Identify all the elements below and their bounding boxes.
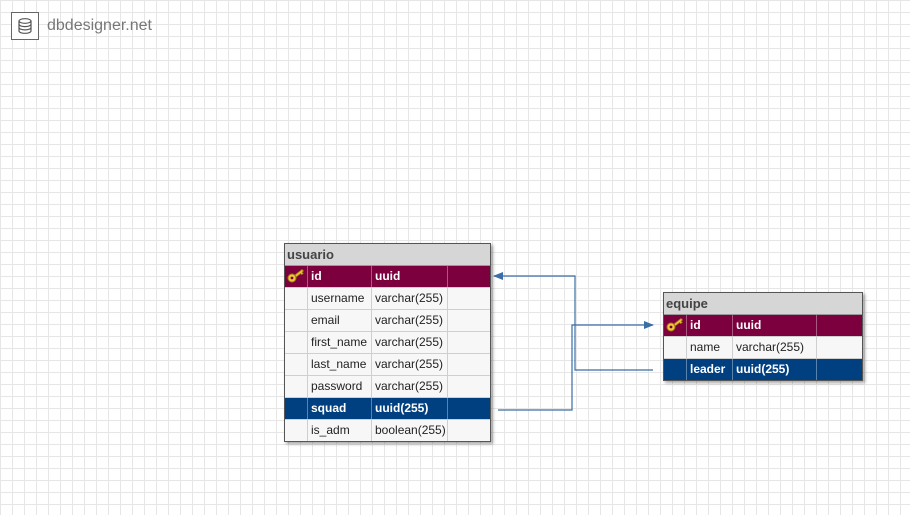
column-name: squad [307,398,371,419]
brand-name: dbdesigner.net [47,17,152,34]
database-icon [11,12,39,40]
primary-key-cell [285,266,307,287]
relation-equipe-leader-to-usuario-id[interactable] [493,272,653,371]
column-extra-cell [447,398,490,419]
column-name: first_name [307,332,371,353]
column-name: password [307,376,371,397]
column-extra-cell [447,376,490,397]
key-cell [285,420,307,441]
column-extra-cell [447,310,490,331]
column-type: uuid [371,266,447,287]
key-cell [285,310,307,331]
brand-logo[interactable]: dbdesigner.net [11,11,152,41]
column-extra-cell [447,354,490,375]
key-icon [666,317,684,340]
column-type: varchar(255) [371,332,447,353]
column-name: is_adm [307,420,371,441]
column-type: uuid(255) [371,398,447,419]
column-name: username [307,288,371,309]
table-title[interactable]: usuario [285,244,490,266]
key-icon [287,268,305,291]
column-extra-cell [447,420,490,441]
column-extra-cell [816,315,862,336]
relation-usuario-squad-to-equipe-id[interactable] [498,321,654,411]
column-name: leader [686,359,732,380]
column-type: varchar(255) [371,310,447,331]
column-type: uuid [732,315,816,336]
key-cell [664,359,686,380]
column-extra-cell [816,359,862,380]
column-type: varchar(255) [371,376,447,397]
table-title[interactable]: equipe [664,293,862,315]
column-extra-cell [447,288,490,309]
column-extra-cell [447,266,490,287]
column-type: uuid(255) [732,359,816,380]
column-name: email [307,310,371,331]
key-cell [285,332,307,353]
column-name: name [686,337,732,358]
column-type: varchar(255) [371,288,447,309]
column-name: last_name [307,354,371,375]
key-cell [285,288,307,309]
key-cell [664,337,686,358]
column-extra-cell [816,337,862,358]
column-name: id [307,266,371,287]
key-cell [285,398,307,419]
column-extra-cell [447,332,490,353]
key-cell [285,376,307,397]
column-type: boolean(255) [371,420,447,441]
column-name: id [686,315,732,336]
primary-key-cell [664,315,686,336]
column-type: varchar(255) [371,354,447,375]
column-type: varchar(255) [732,337,816,358]
key-cell [285,354,307,375]
